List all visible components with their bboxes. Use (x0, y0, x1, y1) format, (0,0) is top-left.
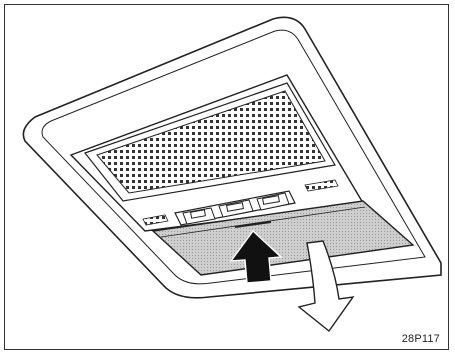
overhead-console-illustration (5, 5, 449, 350)
figure-code: 28P117 (402, 333, 440, 345)
illustration-frame: 28P117 (4, 4, 449, 350)
